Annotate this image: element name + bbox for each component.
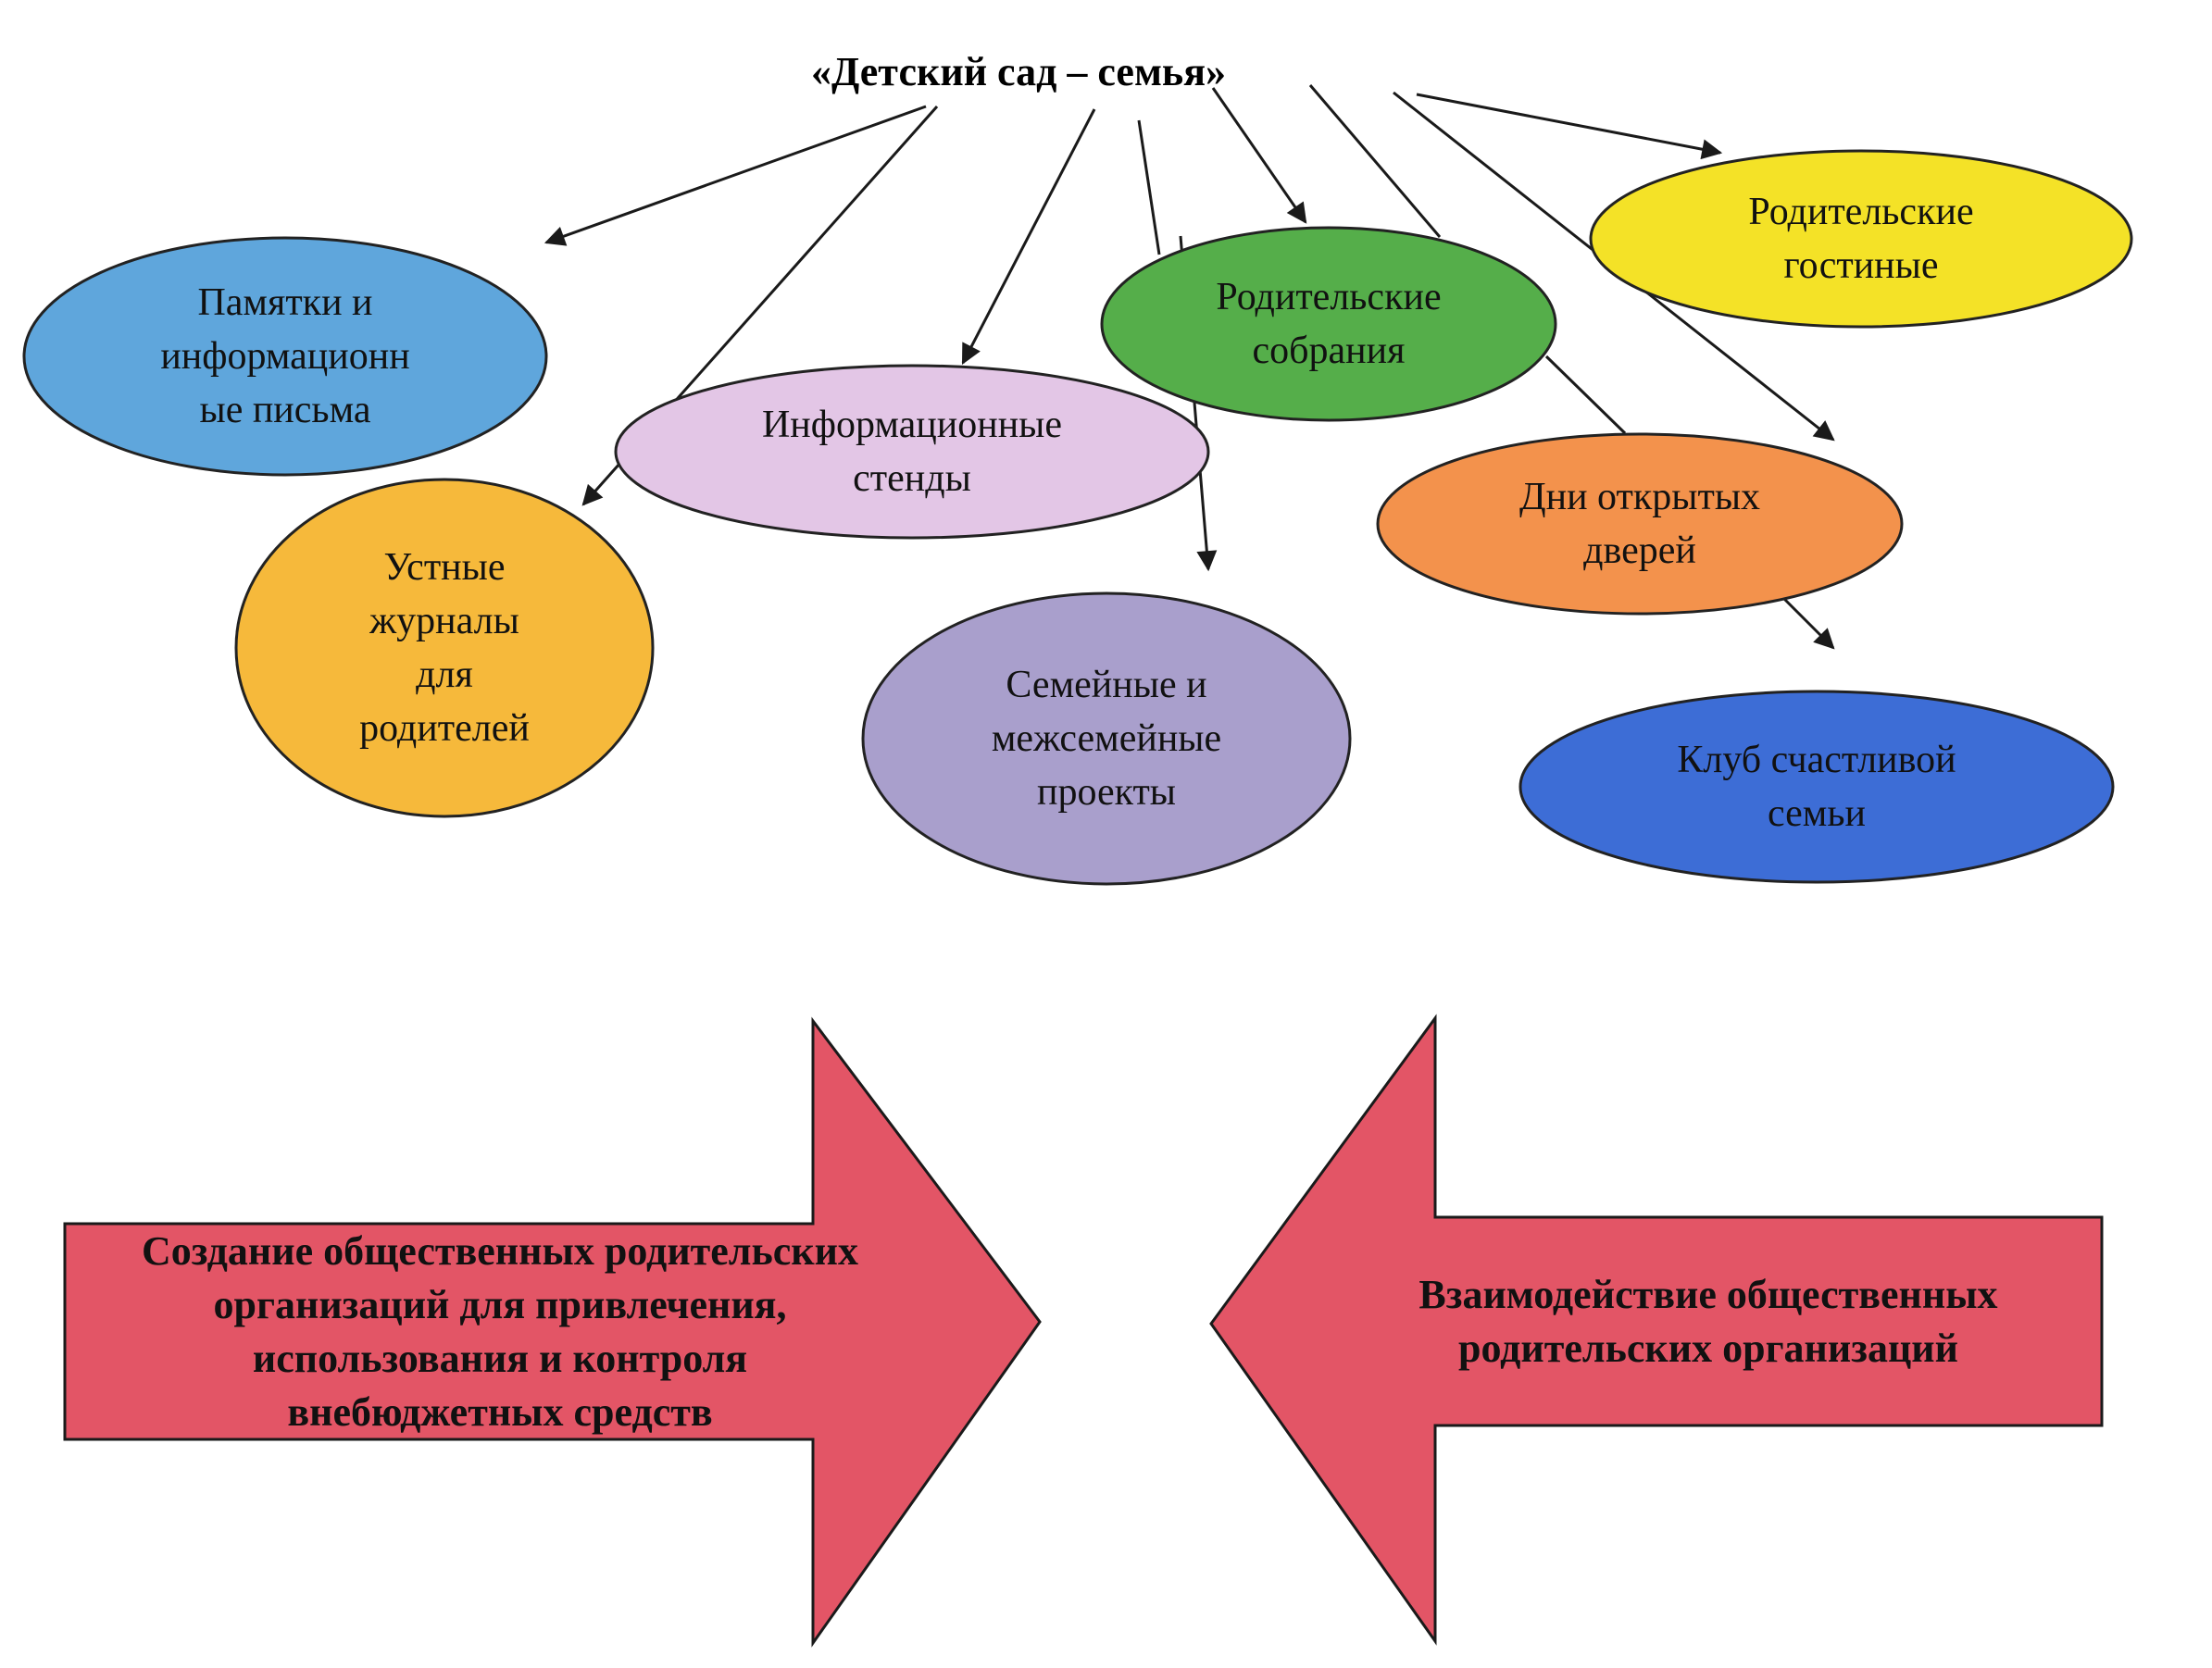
node-label-klub: Клуб счастливой семьи xyxy=(1677,739,1956,835)
block-arrow-sozdanie xyxy=(63,1016,1042,1648)
arrow-label-vzaimodeistvie: Взаимодействие общественных родительских… xyxy=(1418,1271,1998,1371)
node-label-pamyatki: Памятки и информационн ые письма xyxy=(160,281,410,431)
connector-line-6 xyxy=(1211,87,1307,224)
arrow-label-sozdanie: Создание общественных родительских орган… xyxy=(142,1227,858,1435)
node-label-box-gostinye: Родительские гостиные xyxy=(1591,151,2131,327)
block-arrow-vzaimodeistvie xyxy=(1209,1014,2104,1646)
connector-line-10 xyxy=(1776,591,1835,650)
node-label-box-zhurnaly: Устные журналы для родителей xyxy=(236,479,653,816)
ellipse-node-zhurnaly xyxy=(234,478,655,818)
node-label-box-dni: Дни открытых дверей xyxy=(1378,434,1902,614)
ellipse-node-stendy xyxy=(614,364,1210,540)
node-label-box-sobraniya: Родительские собрания xyxy=(1102,228,1556,420)
connector-line-8 xyxy=(1544,355,1627,435)
node-label-sobraniya: Родительские собрания xyxy=(1216,276,1442,372)
connector-line-3 xyxy=(961,108,1096,365)
ellipse-node-pamyatki xyxy=(22,236,548,477)
large-arrows xyxy=(63,1014,2104,1648)
ellipse-node-klub xyxy=(1518,690,2115,884)
node-label-box-pamyatki: Памятки и информационн ые письма xyxy=(24,238,546,475)
arrow-label-box-sozdanie: Создание общественных родительских орган… xyxy=(65,1224,935,1439)
ellipse-node-sobraniya xyxy=(1100,226,1557,422)
node-label-zhurnaly: Устные журналы для родителей xyxy=(359,546,530,750)
node-label-proekty: Семейные и межсемейные проекты xyxy=(991,664,1222,814)
ellipse-node-proekty xyxy=(861,591,1352,886)
connector-line-1 xyxy=(544,105,927,246)
ellipse-nodes xyxy=(22,149,2133,886)
connector-line-11 xyxy=(1416,93,1723,160)
diagram-title: «Детский сад – семья» xyxy=(810,49,1227,94)
arrow-label-box-vzaimodeistvie: Взаимодействие общественных родительских… xyxy=(1315,1217,2102,1425)
connector-line-7 xyxy=(1308,84,1442,238)
ellipse-node-dni xyxy=(1376,432,1904,616)
ellipse-node-gostinye xyxy=(1589,149,2133,329)
node-label-box-klub: Клуб счастливой семьи xyxy=(1520,691,2113,882)
connector-line-4 xyxy=(1137,119,1161,255)
node-label-dni: Дни открытых дверей xyxy=(1518,476,1761,572)
node-label-box-stendy: Информационные стенды xyxy=(616,366,1208,538)
node-label-stendy: Информационные стенды xyxy=(761,404,1063,500)
node-label-gostinye: Родительские гостиные xyxy=(1748,191,1974,287)
node-label-box-proekty: Семейные и межсемейные проекты xyxy=(863,593,1350,884)
